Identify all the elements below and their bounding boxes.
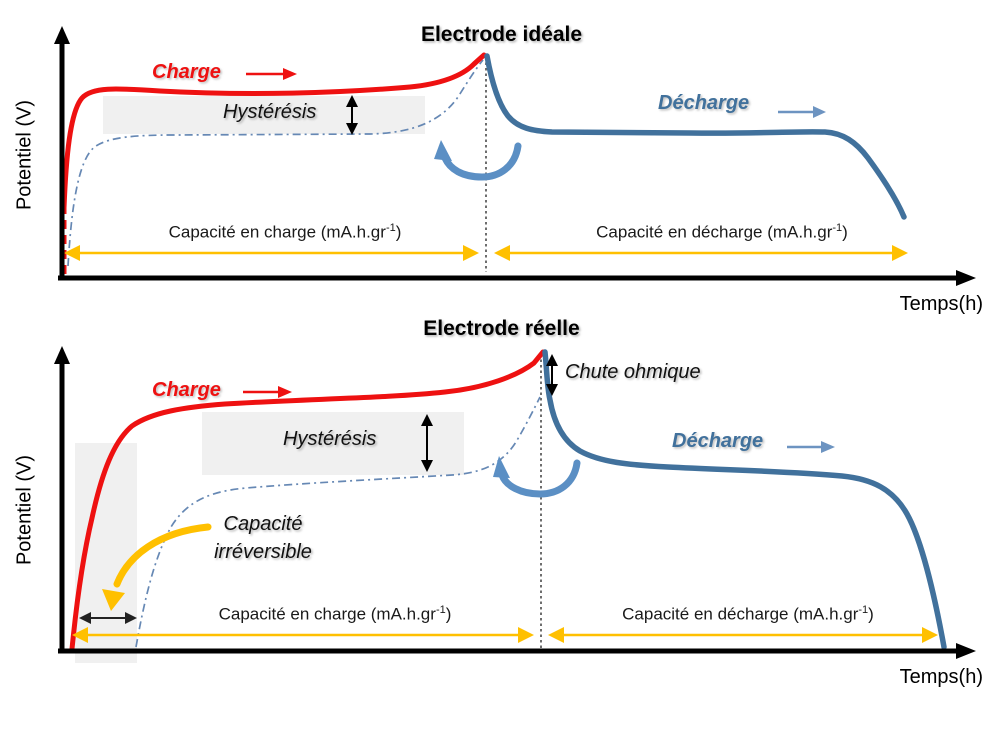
label-text: ): [445, 604, 452, 624]
label-text: ): [842, 222, 848, 242]
irreversible-capacity-line1: Capacité: [223, 513, 303, 535]
charge-direction-arrowhead-icon-bottom: [278, 386, 292, 398]
charge-direction-arrowhead-icon-top: [283, 68, 297, 80]
superscript-exponent: -1: [858, 604, 869, 616]
y-axis-label-bottom: Potentiel (V): [13, 454, 36, 566]
hysteresis-label-bottom: Hystérésis: [283, 428, 377, 450]
x-axis-arrowhead-icon-bottom: [956, 643, 976, 659]
discharge-curve-bottom: [542, 349, 947, 650]
hysteresis-shaded-box-bottom: [202, 412, 464, 475]
y-axis-arrowhead-icon-top: [54, 26, 70, 44]
label-text: Capacité en charge (mA.h.gr: [218, 604, 436, 624]
irreversible-capacity-line2: irréversible: [214, 541, 312, 563]
capacity-charge-arrowhead-right-icon-top: [463, 245, 479, 261]
ohmic-drop-arrowhead-up-icon: [546, 354, 558, 366]
superscript-exponent: -1: [385, 222, 396, 234]
label-text: ): [395, 222, 402, 242]
capacity-discharge-arrowhead-right-icon-top: [892, 245, 908, 261]
charge-label-top: Charge: [152, 61, 221, 83]
discharge-direction-arrowhead-icon-top: [813, 106, 826, 118]
irreversible-capacity-curved-arrow: [113, 523, 212, 588]
mirrored-discharge-dashdot-curve-top: [67, 59, 484, 267]
discharge-label-top: Décharge: [658, 92, 750, 114]
capacity-discharge-label-top: Capacité en décharge (mA.h.gr-1): [522, 222, 922, 243]
y-axis-label-top: Potentiel (V): [13, 99, 36, 211]
label-text: Capacité en charge (mA.h.gr: [168, 222, 386, 242]
charge-curve-bottom: [69, 349, 546, 652]
label-text: ): [868, 604, 874, 624]
superscript-exponent: -1: [435, 604, 446, 616]
capacity-discharge-arrowhead-right-icon-bottom: [922, 627, 938, 643]
discharge-direction-arrowhead-icon-bottom: [821, 441, 835, 453]
label-text: Capacité en décharge (mA.h.gr: [596, 222, 833, 242]
capacity-charge-arrowhead-left-icon-top: [64, 245, 80, 261]
ohmic-drop-label: Chute ohmique: [565, 361, 701, 383]
capacity-discharge-label-bottom: Capacité en décharge (mA.h.gr-1): [553, 604, 943, 625]
hysteresis-arrowhead-down-icon-bottom: [421, 460, 433, 472]
label-text: Capacité en décharge (mA.h.gr: [622, 604, 859, 624]
fold-curved-arrow-bottom: [498, 459, 581, 498]
capacity-discharge-arrowhead-left-icon-top: [494, 245, 510, 261]
hysteresis-arrowhead-down-icon-top: [346, 123, 358, 135]
superscript-exponent: -1: [832, 222, 843, 234]
hysteresis-label-top: Hystérésis: [223, 101, 317, 123]
capacity-charge-arrowhead-right-icon-bottom: [518, 627, 534, 643]
capacity-charge-label-top: Capacité en charge (mA.h.gr-1): [100, 222, 470, 243]
bottom-chart-title: Electrode réelle: [423, 317, 580, 340]
hysteresis-shaded-box-top: [103, 96, 425, 134]
hysteresis-arrowhead-up-icon-bottom: [421, 414, 433, 426]
hysteresis-arrowhead-up-icon-top: [346, 95, 358, 107]
fold-curved-arrowhead-icon-bottom: [493, 456, 510, 478]
x-axis-label-top: Temps(h): [899, 293, 983, 315]
discharge-label-bottom: Décharge: [672, 430, 764, 452]
irreversible-capacity-arrowhead-left-icon: [79, 612, 91, 624]
fold-curved-arrow-top: [441, 142, 522, 181]
x-axis-arrowhead-icon-top: [956, 270, 976, 286]
ohmic-drop-arrowhead-down-icon: [546, 384, 558, 396]
mirrored-discharge-dashdot-curve-bottom: [135, 396, 541, 648]
charge-label-bottom: Charge: [152, 379, 221, 401]
discharge-curve-top: [484, 53, 907, 220]
capacity-charge-arrowhead-left-icon-bottom: [72, 627, 88, 643]
y-axis-arrowhead-icon-bottom: [54, 346, 70, 364]
capacity-discharge-arrowhead-left-icon-bottom: [548, 627, 564, 643]
irreversible-capacity-arrowhead-right-icon: [125, 612, 137, 624]
irreversible-capacity-arrowhead-icon: [102, 589, 125, 611]
capacity-charge-label-bottom: Capacité en charge (mA.h.gr-1): [140, 604, 530, 625]
irreversible-capacity-label: Capacité irréversible: [163, 510, 363, 566]
top-chart-title: Electrode idéale: [420, 23, 583, 46]
charge-curve-top: [61, 52, 487, 211]
x-axis-label-bottom: Temps(h): [899, 666, 983, 688]
fold-curved-arrowhead-icon-top: [434, 140, 452, 161]
